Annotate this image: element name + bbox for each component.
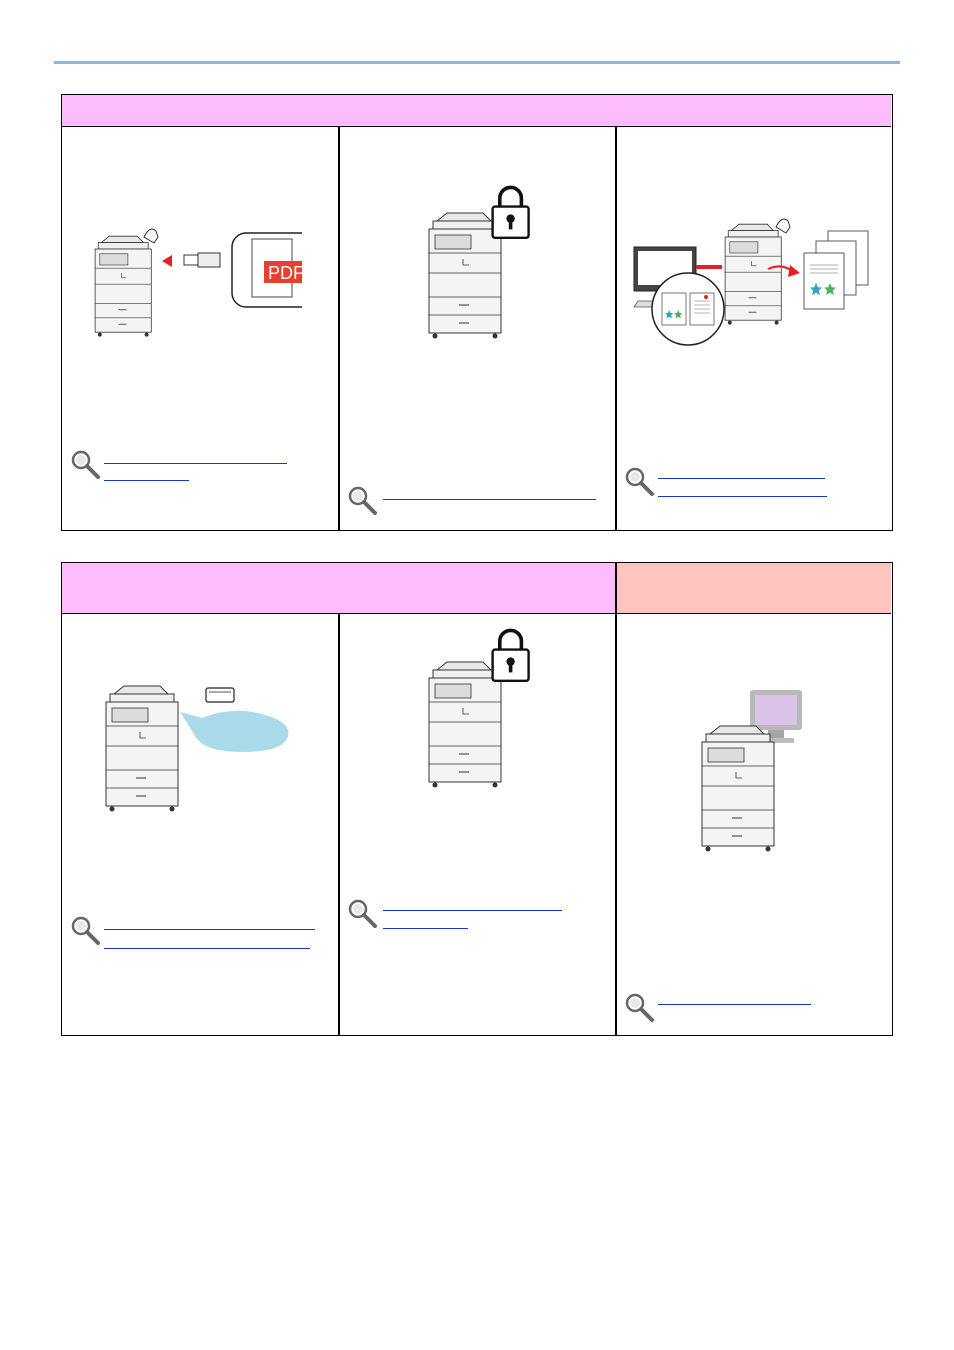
printer-icon <box>428 212 502 339</box>
feature-table-2 <box>61 562 893 1036</box>
hand-icon <box>143 228 159 244</box>
printer-icon <box>105 685 179 812</box>
reference-link[interactable] <box>104 463 287 464</box>
column-divider <box>615 127 617 530</box>
magnifier-icon <box>348 486 377 515</box>
padlock-icon <box>490 185 531 240</box>
magnifier-icon <box>625 467 654 496</box>
reference-link-group <box>347 485 607 519</box>
cell-security-lock <box>339 127 615 530</box>
reference-link[interactable] <box>383 910 562 911</box>
column-divider <box>338 614 340 1035</box>
printer-padlock-illustration <box>428 628 531 788</box>
magnifier-icon <box>348 899 377 928</box>
table-2-header-right <box>616 563 891 614</box>
table-1-header <box>62 95 891 127</box>
printer-usb-pdf-illustration: PDF <box>94 228 302 338</box>
id-card-icon <box>205 687 235 703</box>
reference-link[interactable] <box>104 480 189 481</box>
reference-link[interactable] <box>383 928 468 929</box>
reference-link-group <box>347 898 577 938</box>
reference-link-group <box>624 992 854 1026</box>
printer-icon <box>94 235 152 338</box>
padlock-icon <box>490 628 531 683</box>
magnifier-icon <box>71 916 100 945</box>
reference-link[interactable] <box>658 496 827 497</box>
reference-link-group <box>70 915 330 955</box>
reference-link[interactable] <box>104 929 315 930</box>
cell-remote-management <box>616 614 891 1035</box>
table-2-header-left <box>62 563 615 614</box>
arrow-left-icon <box>162 255 172 267</box>
printer-icon <box>724 223 782 326</box>
magnifier-icon <box>625 993 654 1022</box>
cell-card-auth <box>62 614 338 1035</box>
usb-drive-icon <box>183 252 221 268</box>
speech-bubble <box>180 710 289 752</box>
cell-data-security <box>339 614 615 1035</box>
document-preview-circle <box>651 272 725 346</box>
reference-link[interactable] <box>383 499 596 500</box>
monitor-icon <box>750 690 802 743</box>
reference-link-group <box>70 449 300 489</box>
printer-icon <box>701 725 775 852</box>
printer-monitor-illustration <box>701 690 802 852</box>
output-pages <box>803 230 869 310</box>
column-divider <box>615 563 617 1035</box>
reference-link[interactable] <box>658 1004 811 1005</box>
column-divider <box>338 127 340 530</box>
cell-pdf-encryption: PDF <box>62 127 338 530</box>
printer-padlock-illustration <box>428 185 531 339</box>
printer-card-illustration <box>105 685 289 812</box>
reference-link[interactable] <box>104 948 310 949</box>
feature-table-1: PDF <box>61 94 893 531</box>
printer-icon <box>428 661 502 788</box>
cell-print-from-pc <box>616 127 892 530</box>
magnifier-icon <box>71 450 100 479</box>
pc-printer-output-illustration <box>633 218 869 346</box>
reference-link[interactable] <box>658 478 825 479</box>
reference-link-group <box>624 466 854 506</box>
header-accent-line <box>54 61 900 64</box>
svg-text:PDF: PDF <box>268 263 302 283</box>
